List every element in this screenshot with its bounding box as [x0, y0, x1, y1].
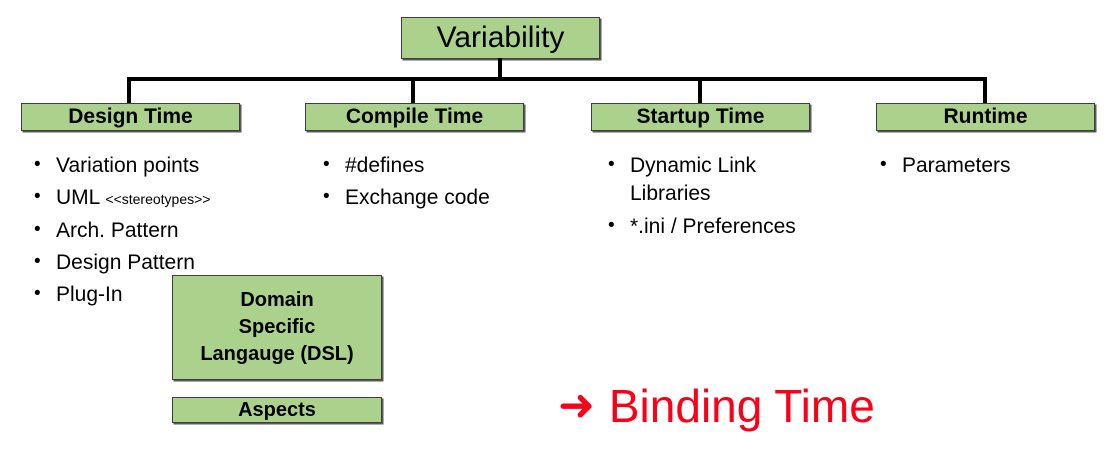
bullet-glyph: •: [34, 283, 41, 305]
node-compile-time: Compile Time: [305, 103, 524, 131]
list-item: • Plug-In: [34, 281, 294, 309]
connector-drop-compile-time: [411, 77, 415, 104]
bullet-list-compile-time: • #defines • Exchange code: [323, 152, 573, 217]
list-item-label: Arch. Pattern: [56, 217, 294, 245]
connector-root-stem: [498, 58, 502, 81]
bullet-glyph: •: [323, 186, 330, 208]
list-item-label: Design Pattern: [56, 249, 294, 277]
node-dsl-line-2: Specific: [238, 316, 316, 338]
list-item: • Parameters: [880, 152, 1100, 180]
list-item-text: #defines: [345, 154, 425, 177]
list-item-text: Plug-In: [56, 283, 123, 307]
bullet-glyph: •: [34, 186, 41, 208]
bullet-glyph: •: [34, 218, 41, 240]
node-domain-specific-language: Domain Specific Langauge (DSL): [172, 275, 382, 380]
list-item-text: Variation points: [56, 154, 200, 177]
node-dsl-line-1: Domain: [240, 289, 314, 311]
bullet-list-design-time: • Variation points • UML <<stereotypes>>…: [34, 152, 294, 314]
list-item-text: Dynamic Link Libraries: [630, 154, 757, 206]
connector-drop-startup-time: [698, 77, 702, 104]
list-item: • Exchange code: [323, 184, 573, 212]
node-aspects: Aspects: [172, 397, 382, 423]
bullet-glyph: •: [608, 154, 615, 175]
list-item-label: Variation points: [56, 152, 294, 180]
right-arrow-icon: ➜: [558, 380, 595, 431]
node-startup-time: Startup Time: [591, 103, 810, 131]
list-item-text: Design Pattern: [56, 251, 195, 275]
list-item-label: UML <<stereotypes>>: [56, 184, 294, 212]
bullet-glyph: •: [323, 154, 330, 175]
list-item-label: *.ini / Preferences: [630, 213, 863, 241]
node-aspects-label: Aspects: [238, 398, 316, 421]
connector-horizontal-bus: [127, 77, 987, 81]
bullet-glyph: •: [880, 154, 887, 175]
node-compile-time-label: Compile Time: [345, 105, 484, 128]
node-startup-time-label: Startup Time: [636, 105, 765, 128]
node-variability-label: Variability: [436, 21, 565, 54]
list-item: • UML <<stereotypes>>: [34, 184, 294, 212]
list-item: • Design Pattern: [34, 249, 294, 277]
bullet-list-startup-time: • Dynamic Link Libraries • *.ini / Prefe…: [608, 152, 863, 245]
bullet-glyph: •: [34, 251, 41, 273]
bullet-list-runtime: • Parameters: [880, 152, 1100, 184]
list-item-stereotype: <<stereotypes>>: [105, 191, 211, 208]
list-item-text: *.ini / Preferences: [630, 214, 796, 238]
list-item-text: UML: [56, 186, 106, 210]
node-runtime-label: Runtime: [943, 105, 1028, 128]
list-item: • #defines: [323, 152, 573, 180]
list-item-text: Arch. Pattern: [56, 218, 179, 242]
list-item-label: Parameters: [902, 152, 1100, 180]
list-item: • Arch. Pattern: [34, 217, 294, 245]
list-item-text: Parameters: [902, 154, 1011, 177]
node-design-time-label: Design Time: [68, 105, 193, 128]
bullet-glyph: •: [608, 214, 615, 236]
binding-time-callout: ➜ Binding Time: [558, 383, 875, 429]
bullet-glyph: •: [34, 154, 41, 175]
list-item-label: #defines: [345, 152, 573, 180]
list-item-label: Plug-In: [56, 281, 294, 309]
list-item-label: Exchange code: [345, 184, 573, 212]
node-dsl-line-3: Langauge (DSL): [200, 343, 354, 365]
list-item-text: Exchange code: [345, 186, 490, 210]
connector-drop-design-time: [127, 77, 131, 104]
node-runtime: Runtime: [876, 103, 1095, 131]
connector-drop-runtime: [983, 77, 987, 104]
list-item-label: Dynamic Link Libraries: [630, 152, 790, 209]
node-design-time: Design Time: [21, 103, 240, 131]
node-variability: Variability: [401, 17, 600, 59]
list-item: • Dynamic Link Libraries: [608, 152, 863, 209]
list-item: • *.ini / Preferences: [608, 213, 863, 241]
binding-time-label: Binding Time: [608, 380, 875, 432]
list-item: • Variation points: [34, 152, 294, 180]
